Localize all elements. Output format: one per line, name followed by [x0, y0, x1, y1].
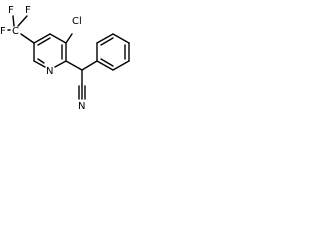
- atom-n-nitrile: N: [78, 101, 85, 110]
- bond-ph-double-1: [100, 37, 114, 46]
- bond-ring-double-3: [37, 58, 45, 64]
- pyridine-ring: N: [33, 33, 67, 77]
- bond-ring-c4-c3: [49, 33, 67, 44]
- bond-ph-2-3: [96, 33, 114, 44]
- bond-ring-c5-c4: [33, 33, 51, 44]
- bond-c-f-top1: [12, 15, 15, 27]
- atom-f-left: F: [0, 26, 6, 37]
- phenyl-ring: [81, 33, 130, 71]
- atom-cl: Cl: [72, 16, 82, 27]
- bond-c2-ch: [65, 60, 83, 71]
- atom-n-ring: N: [46, 66, 53, 77]
- bond-c3-cl: [65, 33, 73, 44]
- bond-ph-6-1: [96, 60, 114, 71]
- bond-ring-c2-n: [54, 60, 67, 68]
- nitrile-group: N: [78, 69, 86, 110]
- molecule-structure-diagram: F F F C N Cl: [0, 5, 130, 110]
- bond-ph-5-6: [112, 60, 130, 71]
- atom-carbon-cf3: C: [12, 26, 19, 37]
- bond-cf3-ring: [20, 33, 35, 44]
- bond-c-f-top2: [17, 15, 28, 27]
- trifluoromethyl-group: F F F C: [0, 5, 35, 44]
- atom-f-top-2: F: [25, 5, 31, 16]
- bond-ring-n-c6: [33, 60, 46, 68]
- bond-ring-double-1: [37, 37, 51, 46]
- chloro-substituent: Cl: [65, 16, 82, 44]
- atom-f-top-1: F: [8, 5, 14, 16]
- bond-ch-phenyl: [81, 60, 98, 71]
- bond-ph-double-3: [100, 58, 114, 67]
- bond-ph-3-4: [112, 33, 130, 44]
- methine-linker: [65, 60, 83, 71]
